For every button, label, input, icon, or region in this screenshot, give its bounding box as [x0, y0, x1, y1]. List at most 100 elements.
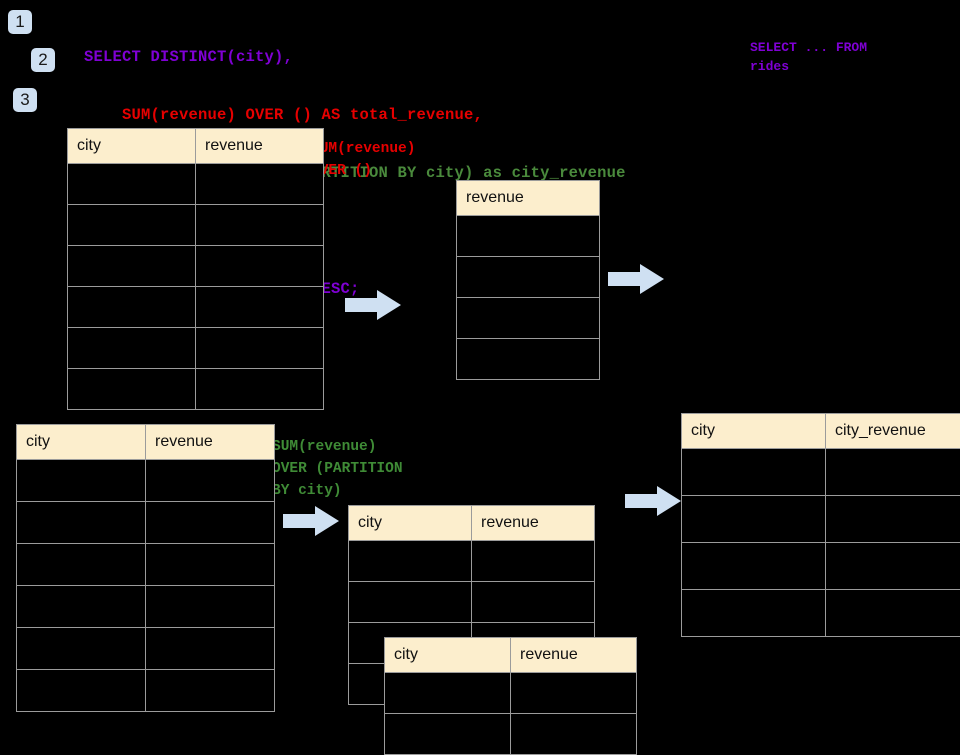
table-row: [457, 298, 600, 339]
table-row: [17, 628, 275, 670]
column-header-city: city: [17, 425, 146, 460]
table-row: [457, 339, 600, 380]
table-row: [68, 328, 324, 369]
cell-revenue: [472, 582, 595, 623]
table-row: [385, 673, 637, 714]
cell-revenue: [196, 369, 324, 410]
cell-revenue: [146, 670, 275, 712]
step-badge-3-label: 3: [20, 90, 29, 109]
table-header-row: city revenue: [349, 506, 595, 541]
table-rides-source-top: city revenue: [67, 128, 324, 410]
table-row: [17, 670, 275, 712]
table-header-row: city revenue: [68, 129, 324, 164]
cell-revenue: [457, 257, 600, 298]
step-badge-1: 1: [8, 10, 32, 34]
column-header-city: city: [349, 506, 472, 541]
cell-revenue: [196, 164, 324, 205]
step-badge-2: 2: [31, 48, 55, 72]
cell-city: [17, 544, 146, 586]
cell-city: [682, 449, 826, 496]
cell-revenue: [146, 460, 275, 502]
step-badge-3: 3: [13, 88, 37, 112]
column-header-city-revenue: city_revenue: [826, 414, 960, 449]
cell-revenue: [196, 205, 324, 246]
step-badge-2-label: 2: [38, 50, 47, 69]
table-row: [68, 205, 324, 246]
cell-city: [68, 205, 196, 246]
cell-city: [17, 502, 146, 544]
table-row: [682, 543, 960, 590]
annotation-city-revenue: SUM(revenue) OVER (PARTITION BY city): [272, 436, 403, 502]
sql-line-1: SELECT DISTINCT(city),: [84, 48, 626, 70]
cell-revenue: [146, 502, 275, 544]
table-row: [17, 586, 275, 628]
cell-city-revenue: [826, 449, 960, 496]
arrow-partition-to-final: [625, 484, 681, 518]
table-header-row: revenue: [457, 181, 600, 216]
cell-revenue: [511, 673, 637, 714]
cell-city: [682, 543, 826, 590]
cell-city: [682, 496, 826, 543]
step-badge-1-label: 1: [15, 12, 24, 31]
table-row: [349, 541, 595, 582]
table-partition-group-b: city revenue: [384, 637, 637, 755]
column-header-revenue: revenue: [196, 129, 324, 164]
table-row: [17, 544, 275, 586]
table-row: [68, 369, 324, 410]
cell-revenue: [146, 544, 275, 586]
sql-line-2: SUM(revenue) OVER () AS total_revenue,: [84, 106, 626, 128]
table-row: [68, 164, 324, 205]
diagram-canvas: 1 2 3 SELECT DISTINCT(city), SUM(revenue…: [0, 0, 960, 720]
table-row: [682, 449, 960, 496]
cell-revenue: [146, 586, 275, 628]
table-row: [68, 287, 324, 328]
table-header-row: city revenue: [385, 638, 637, 673]
column-header-revenue: revenue: [457, 181, 600, 216]
select-from-sidenote: SELECT ... FROM rides: [750, 38, 867, 76]
table-rides-source-bottom: city revenue: [16, 424, 275, 712]
cell-city: [682, 590, 826, 637]
cell-city: [68, 328, 196, 369]
table-row: [457, 257, 600, 298]
cell-city: [17, 628, 146, 670]
table-row: [682, 496, 960, 543]
cell-city: [68, 287, 196, 328]
column-header-city: city: [682, 414, 826, 449]
column-header-revenue: revenue: [146, 425, 275, 460]
cell-city: [17, 670, 146, 712]
column-header-city: city: [68, 129, 196, 164]
cell-revenue: [196, 287, 324, 328]
cell-city: [68, 164, 196, 205]
cell-city: [349, 541, 472, 582]
table-header-row: city city_revenue: [682, 414, 960, 449]
cell-revenue: [457, 339, 600, 380]
cell-revenue: [457, 298, 600, 339]
column-header-city: city: [385, 638, 511, 673]
table-row: [17, 460, 275, 502]
table-header-row: city revenue: [17, 425, 275, 460]
cell-revenue: [472, 541, 595, 582]
table-row: [682, 590, 960, 637]
cell-city: [68, 246, 196, 287]
column-header-revenue: revenue: [472, 506, 595, 541]
cell-city: [68, 369, 196, 410]
cell-city: [385, 673, 511, 714]
cell-city: [17, 586, 146, 628]
table-row: [457, 216, 600, 257]
cell-city-revenue: [826, 496, 960, 543]
cell-revenue: [196, 328, 324, 369]
cell-city-revenue: [826, 590, 960, 637]
table-row: [68, 246, 324, 287]
table-row: [17, 502, 275, 544]
table-row: [349, 582, 595, 623]
cell-city-revenue: [826, 543, 960, 590]
cell-revenue: [146, 628, 275, 670]
cell-revenue: [196, 246, 324, 287]
cell-revenue: [457, 216, 600, 257]
column-header-revenue: revenue: [511, 638, 637, 673]
table-total-revenue-result: revenue: [456, 180, 600, 380]
arrow-source-to-partition: [283, 504, 339, 538]
table-final-result: city city_revenue: [681, 413, 960, 637]
annotation-total-revenue: SUM(revenue) OVER (): [311, 138, 415, 182]
cell-city: [349, 582, 472, 623]
